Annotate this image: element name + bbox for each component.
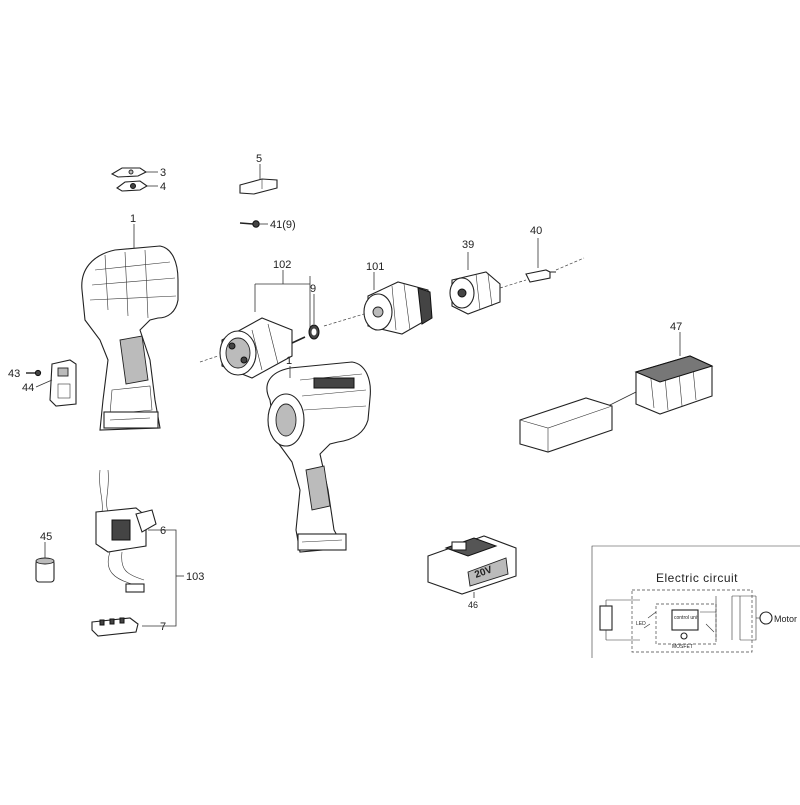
part-7-terminal [91, 617, 139, 637]
part-1-drill-assembly [266, 361, 371, 553]
part-44-belt-clip [49, 359, 77, 407]
label-41-9: 41(9) [270, 219, 296, 231]
part-5-switch-cover [239, 178, 278, 195]
label-7: 7 [160, 621, 166, 633]
part-46-battery: 20V [427, 535, 517, 595]
part-4-clip [116, 180, 149, 192]
part-9-ring [308, 324, 320, 340]
label-103: 103 [186, 571, 204, 583]
part-45-sleeve [35, 557, 55, 583]
part-3-clip [110, 167, 148, 178]
part-102-motor [199, 317, 306, 379]
label-39: 39 [462, 239, 474, 251]
label-102: 102 [273, 259, 291, 271]
part-40-screw [525, 269, 556, 283]
part-39-chuck [449, 271, 501, 315]
label-6: 6 [160, 525, 166, 537]
electric-circuit-box: Electric circuit control unit MOSFET LED… [591, 545, 800, 658]
label-47: 47 [670, 321, 682, 333]
label-1-assembly: 1 [286, 355, 292, 367]
label-44: 44 [22, 382, 34, 394]
part-6-switch [95, 469, 157, 593]
label-5: 5 [256, 153, 262, 165]
part-101-gearbox [363, 281, 433, 335]
label-101: 101 [366, 261, 384, 273]
label-45: 45 [40, 531, 52, 543]
motor-label: Motor [774, 614, 797, 624]
label-46: 46 [468, 600, 478, 610]
part-43-screw [26, 369, 42, 377]
label-1-top: 1 [130, 213, 136, 225]
label-9: 9 [310, 283, 316, 295]
label-43: 43 [8, 368, 20, 380]
label-3: 3 [160, 167, 166, 179]
circuit-title: Electric circuit [656, 571, 738, 585]
mosfet-label: MOSFET [672, 644, 693, 650]
part-1-housing-left [81, 245, 179, 431]
control-unit-label: control unit [674, 615, 699, 621]
label-40: 40 [530, 225, 542, 237]
label-4: 4 [160, 181, 166, 193]
led-label: LED [636, 621, 646, 627]
part-47-charger [519, 355, 714, 453]
part-41-screw [239, 220, 260, 228]
